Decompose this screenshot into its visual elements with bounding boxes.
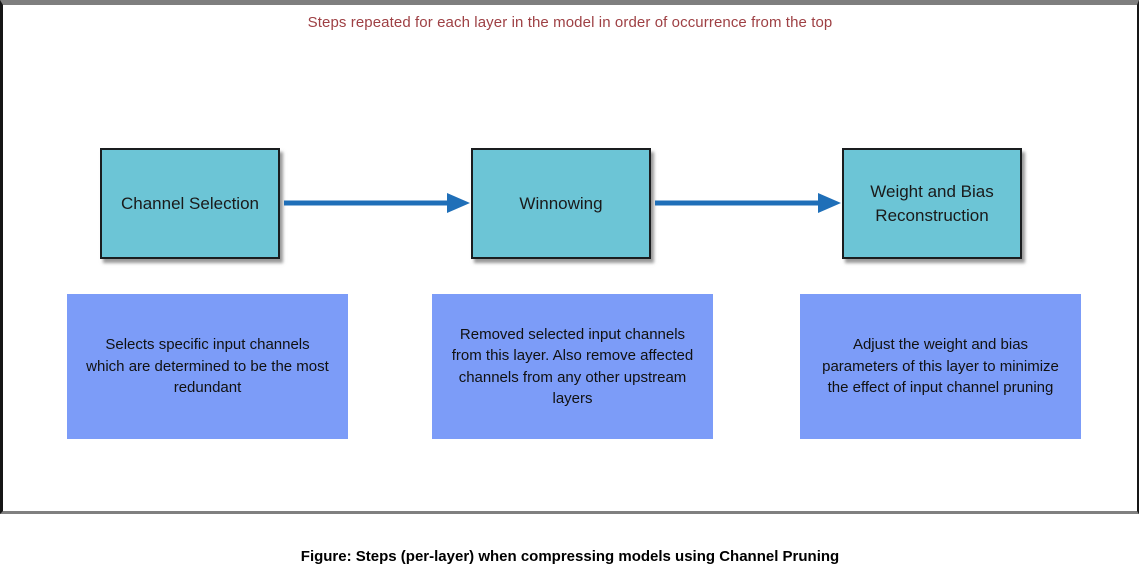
detail-text-weight-bias-reconstruction: Adjust the weight and bias parameters of…: [822, 336, 1059, 397]
step-box-channel-selection: Channel Selection: [100, 148, 280, 259]
figure-caption: Figure: Steps (per-layer) when compressi…: [300, 548, 840, 565]
detail-text-channel-selection: Selects specific input channels which ar…: [86, 336, 329, 397]
step-box-winnowing: Winnowing: [471, 148, 651, 259]
detail-box-winnowing: Removed selected input channels from thi…: [432, 294, 713, 439]
diagram-title: Steps repeated for each layer in the mod…: [307, 14, 833, 31]
step-label-winnowing: Winnowing: [519, 193, 603, 213]
right-arrow-icon: [655, 193, 841, 213]
detail-box-channel-selection: Selects specific input channels which ar…: [67, 294, 348, 439]
detail-box-weight-bias-reconstruction: Adjust the weight and bias parameters of…: [800, 294, 1081, 439]
step-label-channel-selection: Channel Selection: [121, 193, 259, 213]
step-box-weight-bias-reconstruction: Weight and Bias Reconstruction: [842, 148, 1022, 259]
step-label-weight-bias-reconstruction: Weight and Bias Reconstruction: [870, 181, 994, 225]
detail-text-winnowing: Removed selected input channels from thi…: [451, 325, 694, 408]
right-arrow-icon: [284, 193, 470, 213]
diagram-frame: Steps repeated for each layer in the mod…: [0, 0, 1139, 514]
